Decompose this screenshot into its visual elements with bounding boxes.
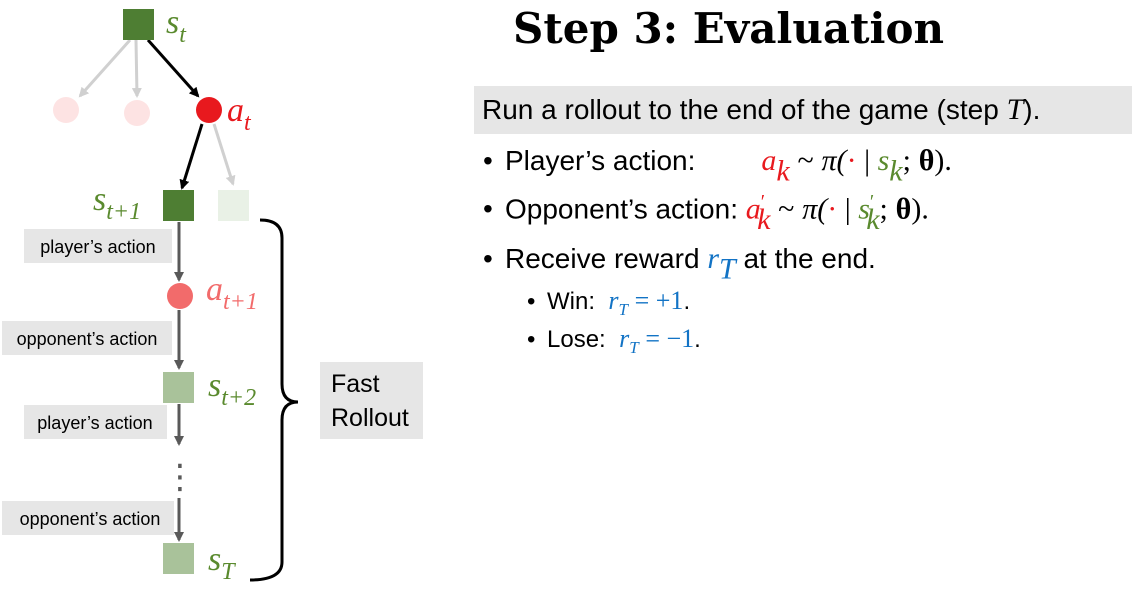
theta: θ <box>918 144 935 177</box>
edge-at-st1 <box>179 123 204 190</box>
close-paren: ). <box>911 192 929 226</box>
var-a: a <box>761 144 777 177</box>
label-s-T: sT <box>208 541 236 585</box>
action-node-at1 <box>167 283 193 309</box>
dot: · <box>846 144 857 177</box>
subbullet-lose: •Lose: rT = −1. <box>527 324 701 357</box>
ellipsis: ⋮ <box>163 457 197 497</box>
semicolon: ; <box>902 144 911 177</box>
edge-label-box-1 <box>24 229 172 263</box>
edge-at-faint <box>212 123 236 186</box>
var-r-sub: T <box>719 252 736 286</box>
bullet-text-end: at the end. <box>735 243 876 274</box>
brace-label-box <box>320 362 423 439</box>
rollout-brace <box>249 218 299 582</box>
tilde: ~ <box>778 192 795 226</box>
label-s-t2: st+2 <box>208 367 256 411</box>
action-node-faint-left <box>53 97 79 123</box>
label-s-t1: st+1 <box>93 181 141 225</box>
bullet-label: Opponent’s action: <box>505 193 746 225</box>
pi: π( <box>821 144 847 177</box>
edge-label-4: opponent’s action <box>20 509 161 529</box>
var-a-sub: k <box>776 154 790 188</box>
var-s-sub: k <box>889 154 903 188</box>
prime: ′ <box>869 192 875 213</box>
subbullet-label: Win: <box>547 288 595 315</box>
banner-text-end: ). <box>1023 94 1041 125</box>
bullet-label: Player’s action: <box>505 145 696 176</box>
state-node-st <box>123 9 154 40</box>
bullet-text: Receive reward <box>505 243 708 274</box>
banner-var: T <box>1006 93 1024 126</box>
edge-label-box-4 <box>2 501 174 535</box>
edge-st-mid <box>131 39 142 98</box>
var-s: s <box>858 192 870 226</box>
state-node-sT <box>163 543 194 574</box>
prime: ′ <box>760 192 766 213</box>
close-paren: ). <box>934 144 952 177</box>
var-s-sub: k <box>866 202 880 236</box>
var-r: r <box>619 324 630 353</box>
period: . <box>694 326 701 353</box>
bar: | <box>856 144 878 177</box>
bullet-player-action: •Player’s action:ak ~ π(· | sk; θ). <box>483 144 952 188</box>
subbullet-label: Lose: <box>547 326 606 353</box>
state-node-faint <box>218 190 249 221</box>
edge-label-box-3 <box>24 405 167 439</box>
edge-label-3: player’s action <box>37 413 152 433</box>
bar: | <box>837 192 859 226</box>
pi: π( <box>802 192 828 226</box>
slide-title: Step 3: Evaluation <box>513 4 945 53</box>
bullet-opponent-action: •Opponent’s action: a′k ~ π(· | s′k; θ). <box>483 192 929 236</box>
label-a-t: at <box>227 92 252 136</box>
value: = −1 <box>645 324 695 353</box>
brace-label-line-1: Fast <box>331 370 380 398</box>
subbullet-win: •Win: rT = +1. <box>527 286 691 319</box>
state-node-st2 <box>163 372 194 403</box>
action-node-faint-mid <box>124 100 150 126</box>
tilde: ~ <box>797 144 814 177</box>
var-a-sub: k <box>757 202 771 236</box>
semicolon: ; <box>879 192 888 226</box>
label-s-t: st <box>166 4 187 48</box>
period: . <box>683 288 691 315</box>
var-s: s <box>877 144 890 177</box>
edge-st-at <box>146 39 200 98</box>
bullet-reward: •Receive reward rT at the end. <box>483 242 876 286</box>
edge-st-left <box>78 39 132 98</box>
theta: θ <box>895 192 912 226</box>
var-r-sub: T <box>618 299 628 319</box>
action-node-at <box>196 97 222 123</box>
brace-label-line-2: Rollout <box>331 404 409 432</box>
rollout-banner: Run a rollout to the end of the game (st… <box>474 86 1132 134</box>
var-r: r <box>608 286 619 315</box>
var-r-sub: T <box>629 337 639 357</box>
value: = +1 <box>634 286 684 315</box>
state-node-st1 <box>163 190 194 221</box>
var-r: r <box>707 242 719 275</box>
edge-label-box-2 <box>2 321 172 355</box>
dot: · <box>827 192 838 226</box>
rollout-diagram: ⋮ st at st+1 at+1 st+2 sT player’s actio… <box>2 4 423 585</box>
label-a-t1: at+1 <box>206 271 258 315</box>
banner-text: Run a rollout to the end of the game (st… <box>482 94 1007 125</box>
var-a: a <box>745 192 761 226</box>
edge-label-1: player’s action <box>40 237 155 257</box>
edge-label-2: opponent’s action <box>17 329 158 349</box>
